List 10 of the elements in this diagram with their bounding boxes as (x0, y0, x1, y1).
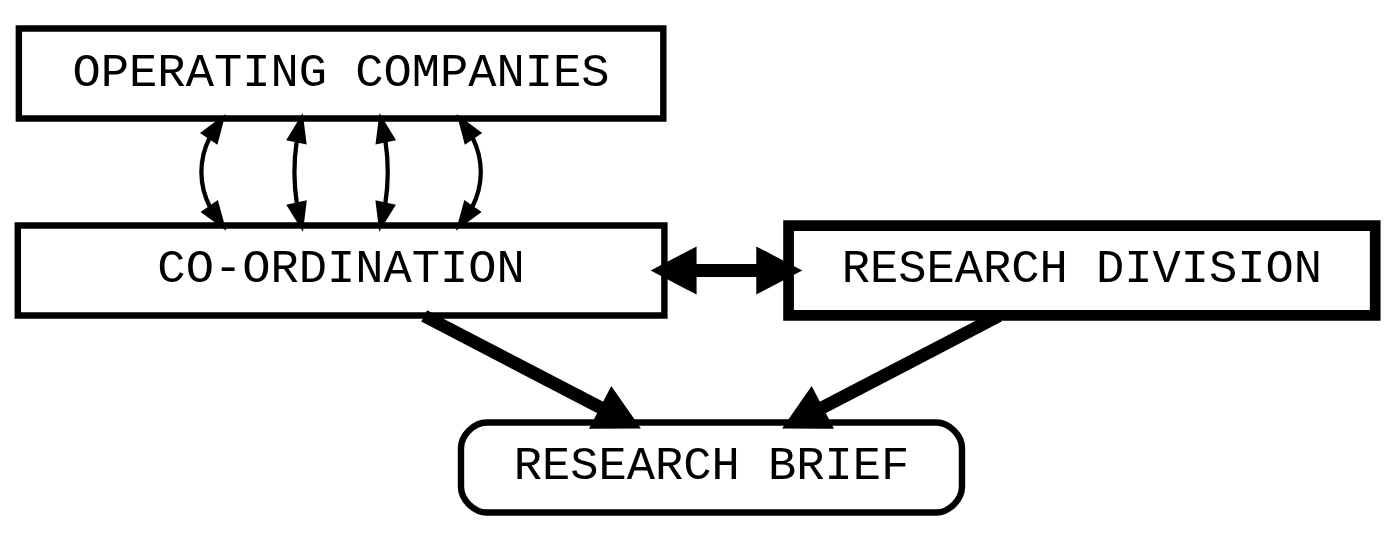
arrow (374, 112, 396, 232)
node-box: RESEARCH BRIEF (457, 418, 965, 516)
arrow (650, 245, 802, 295)
node-box: OPERATING COMPANIES (15, 24, 666, 122)
node-box: RESEARCH DIVISION (782, 219, 1381, 321)
arrow (455, 113, 483, 231)
arrow (285, 112, 307, 232)
arrow (420, 309, 641, 429)
node-box: CO-ORDINATION (14, 221, 668, 319)
arrow (198, 113, 226, 231)
